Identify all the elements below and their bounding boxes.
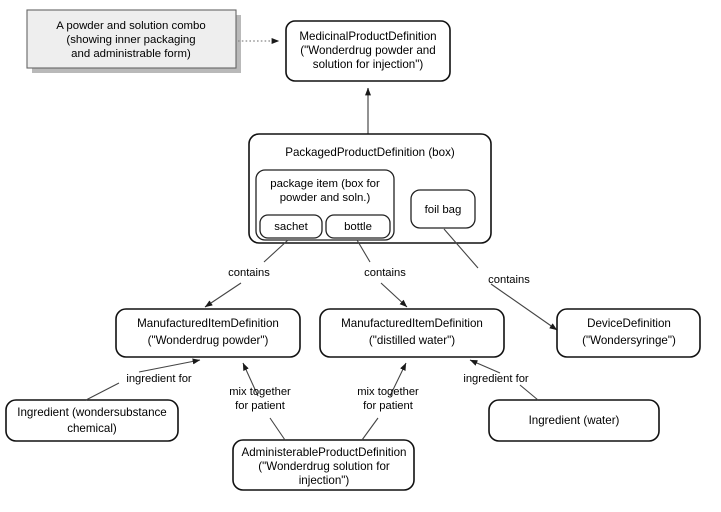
note-powder-solution-combo: A powder and solution combo (showing inn… [26, 9, 241, 73]
foil-bag-label: foil bag [425, 204, 462, 216]
bottle-box[interactable] [325, 214, 391, 239]
edge-administerable-to-powder [243, 363, 286, 441]
edge-label-mix-together-1-line-1: mix together [229, 386, 291, 398]
sachet-box[interactable] [259, 214, 323, 239]
administerable-line-2: ("Wonderdrug solution for [258, 460, 390, 473]
node-manufactured-item-water[interactable]: ManufacturedItemDefinition ("distilled w… [319, 308, 505, 358]
administerable-line-1: AdministerableProductDefinition [242, 446, 407, 459]
edge-label-contains-1: contains [228, 267, 270, 279]
node-administerable-product-definition[interactable]: AdministerableProductDefinition ("Wonder… [232, 439, 415, 491]
medicinal-product-definition-line-2: ("Wonderdrug powder and [300, 44, 435, 57]
edge-label-ingredient-for-2: ingredient for [463, 373, 529, 385]
manufactured-item-powder-line-2: ("Wonderdrug powder") [148, 334, 269, 347]
edge-administerable-to-water [361, 363, 406, 441]
foil-bag-box[interactable] [410, 189, 476, 229]
medicinal-product-definition-box[interactable] [285, 20, 451, 82]
edge-label-mix-together-2-line-2: for patient [363, 400, 414, 412]
manufactured-item-water-line-2: ("distilled water") [369, 334, 455, 347]
device-definition-line-1: DeviceDefinition [587, 317, 671, 330]
administerable-line-3: injection") [299, 474, 350, 487]
note-box [26, 9, 237, 69]
medicinal-product-definition-line-1: MedicinalProductDefinition [299, 30, 436, 43]
package-item-line-1: package item (box for [270, 178, 380, 190]
edge-wondersubstance-to-powder [85, 360, 200, 401]
note-line-1: A powder and solution combo [56, 20, 205, 32]
node-sachet[interactable]: sachet [259, 214, 323, 239]
node-ingredient-wondersubstance[interactable]: Ingredient (wondersubstance chemical) [5, 399, 179, 442]
edge-label-contains-3: contains [488, 274, 530, 286]
note-line-3: and administrable form) [71, 48, 191, 60]
edge-foilbag-to-device [443, 228, 557, 330]
edge-label-mix-together-1-line-2: for patient [235, 400, 286, 412]
packaged-product-definition-label: PackagedProductDefinition (box) [285, 146, 455, 159]
administerable-product-definition-box[interactable] [232, 439, 415, 491]
ingredient-wondersubstance-line-1: Ingredient (wondersubstance [17, 406, 167, 419]
edge-label-ingredient-for-1: ingredient for [126, 373, 192, 385]
node-ingredient-water[interactable]: Ingredient (water) [488, 399, 660, 442]
node-foil-bag[interactable]: foil bag [410, 189, 476, 229]
node-manufactured-item-powder[interactable]: ManufacturedItemDefinition ("Wonderdrug … [115, 308, 301, 358]
note-line-2: (showing inner packaging [66, 34, 195, 46]
node-device-definition[interactable]: DeviceDefinition ("Wondersyringe") [556, 308, 701, 358]
manufactured-item-water-line-1: ManufacturedItemDefinition [341, 317, 483, 330]
ingredient-wondersubstance-line-2: chemical) [67, 422, 117, 435]
manufactured-item-powder-line-1: ManufacturedItemDefinition [137, 317, 279, 330]
edge-bottle-to-water [356, 239, 407, 307]
ingredient-water-box[interactable] [488, 399, 660, 442]
device-definition-line-2: ("Wondersyringe") [582, 334, 676, 347]
edge-water-ingredient-to-distilled [470, 360, 539, 401]
edge-label-contains-2: contains [364, 267, 406, 279]
ingredient-water-label: Ingredient (water) [529, 414, 620, 427]
package-item-line-2: powder and soln.) [280, 192, 371, 204]
medicinal-product-definition-line-3: solution for injection") [313, 58, 424, 71]
edge-label-mix-together-2-line-1: mix together [357, 386, 419, 398]
node-bottle[interactable]: bottle [325, 214, 391, 239]
device-definition-box[interactable] [556, 308, 701, 358]
bottle-label: bottle [344, 221, 372, 233]
sachet-label: sachet [274, 221, 308, 233]
edge-sachet-to-powder [205, 239, 289, 307]
ingredient-wondersubstance-box[interactable] [5, 399, 179, 442]
node-medicinal-product-definition[interactable]: MedicinalProductDefinition ("Wonderdrug … [285, 20, 451, 82]
